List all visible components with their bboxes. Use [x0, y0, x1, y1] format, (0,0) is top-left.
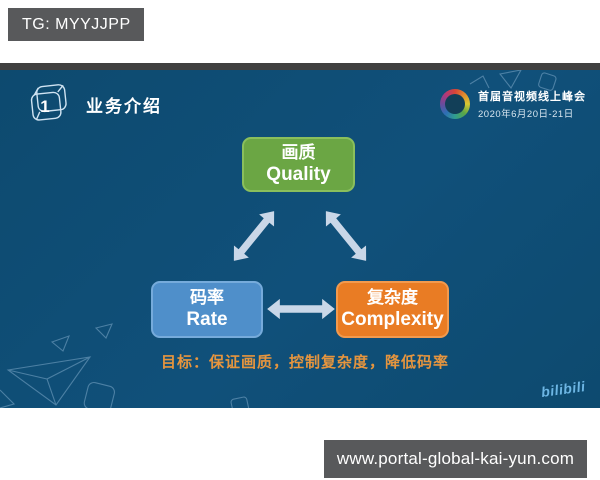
summit-date: 2020年6月20日-21日 — [478, 109, 574, 120]
complexity-label-en: Complexity — [341, 309, 444, 331]
tg-watermark-text: TG: MYYJJPP — [22, 15, 131, 33]
double-arrow-quality-complexity-icon — [317, 204, 374, 268]
summit-title: 首届音视频线上峰会 — [478, 91, 586, 103]
diagram-node-complexity: 复杂度 Complexity — [336, 281, 449, 338]
summit-branding: 首届音视频线上峰会 2020年6月20日-21日 — [440, 88, 586, 120]
quality-label-en: Quality — [266, 164, 331, 186]
slide-header: 1 业务介绍 — [26, 82, 162, 126]
rate-label-en: Rate — [186, 309, 228, 331]
slide-top-bar — [0, 63, 600, 70]
complexity-label-zh: 复杂度 — [367, 288, 418, 307]
presentation-slide: 1 业务介绍 首届音视频线上峰会 2020年6月20日-21日 画质 Quali… — [0, 70, 600, 408]
quality-label-zh: 画质 — [281, 143, 316, 162]
background-wireframe-decorations — [0, 70, 557, 408]
tg-watermark-badge: TG: MYYJJPP — [8, 8, 144, 41]
double-arrow-rate-quality-icon — [225, 204, 282, 268]
goal-statement: 目标：保证画质，控制复杂度，降低码率 — [160, 354, 449, 371]
double-arrow-rate-complexity-icon — [267, 298, 335, 320]
slide-title: 业务介绍 — [86, 96, 162, 116]
diagram-node-rate: 码率 Rate — [151, 281, 263, 338]
number-key-icon: 1 — [30, 84, 67, 121]
summit-text: 首届音视频线上峰会 2020年6月20日-21日 — [478, 88, 586, 120]
url-watermark-badge: www.portal-global-kai-yun.com — [324, 440, 587, 478]
summit-logo-icon — [440, 89, 470, 119]
diagram-node-quality: 画质 Quality — [242, 137, 355, 192]
url-watermark-text: www.portal-global-kai-yun.com — [336, 449, 575, 468]
key-number: 1 — [40, 97, 49, 116]
rate-label-zh: 码率 — [190, 288, 224, 307]
